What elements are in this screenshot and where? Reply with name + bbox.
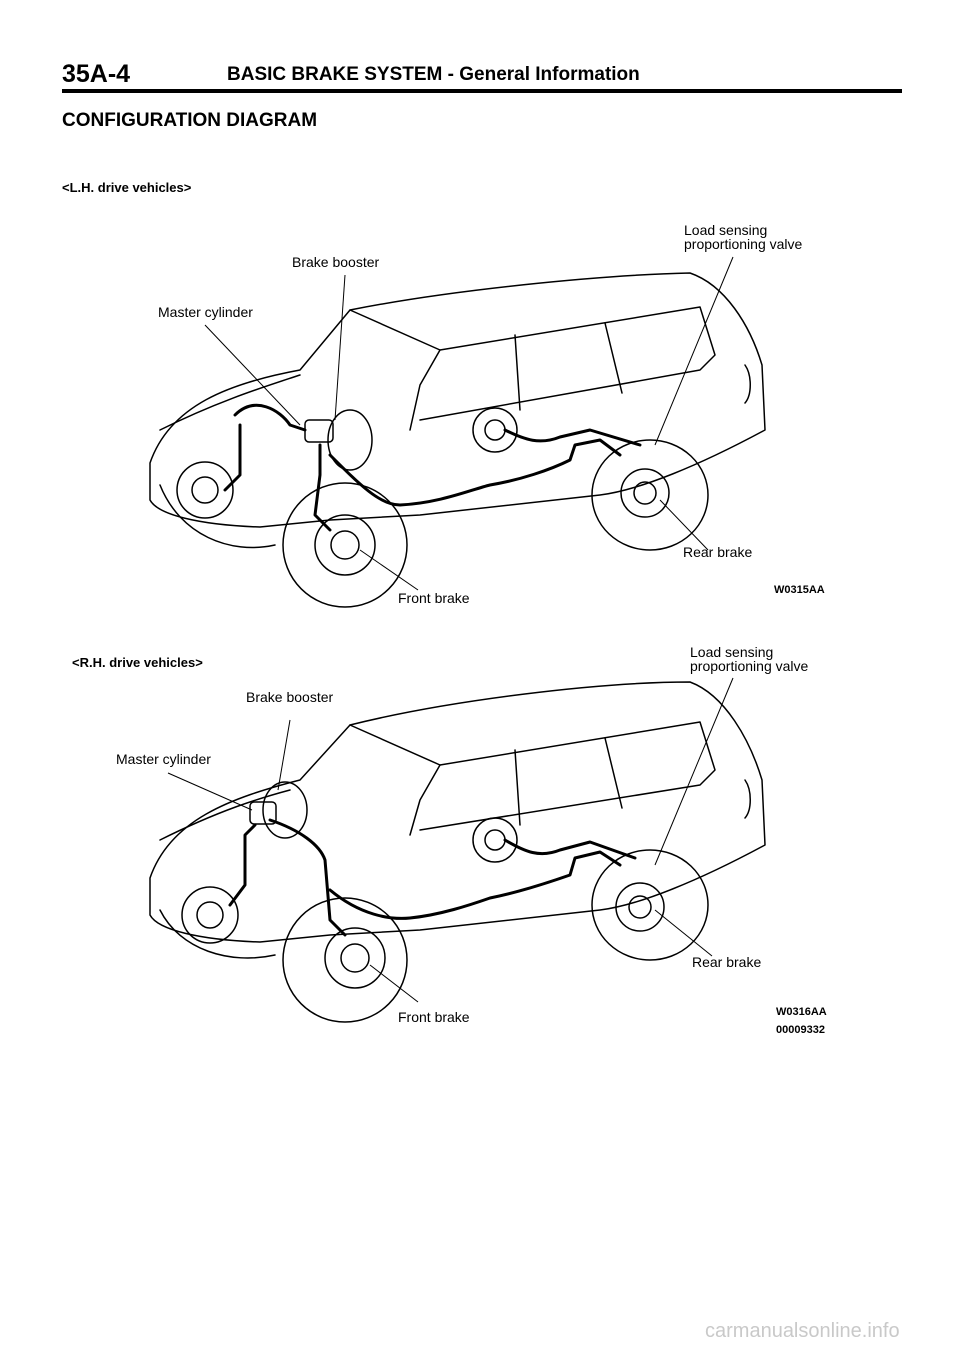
hood-line (159, 789, 291, 841)
window-line (349, 724, 441, 836)
variant-label-lhd: <L.H. drive vehicles> (62, 180, 192, 195)
front-right-brake-disc (314, 514, 376, 576)
front-left-brake-disc (176, 461, 234, 519)
brake-line (228, 823, 257, 907)
rear-left-brake-drum (472, 407, 518, 453)
leader-line (334, 274, 346, 421)
rhd-brake-diagram (149, 677, 766, 1023)
rear-right-tire (591, 439, 709, 551)
leader-line (277, 719, 291, 791)
leader-line (167, 772, 253, 811)
rear-right-brake-drum (620, 468, 670, 518)
brake-line (328, 438, 622, 507)
leader-line (654, 256, 734, 446)
callout-master-cylinder: Master cylinder (116, 751, 211, 767)
window-pillar (604, 737, 623, 809)
front-right-tire (282, 482, 408, 608)
header-rule (62, 89, 902, 93)
variant-label-rhd: <R.H. drive vehicles> (72, 655, 203, 670)
front-right-tire (282, 897, 408, 1023)
brake-line (503, 428, 642, 447)
figure-id: W0316AA (776, 1006, 827, 1018)
leader-line (369, 964, 419, 1003)
hood-line (159, 374, 301, 431)
brake-line (233, 403, 307, 432)
brake-booster-unit (262, 781, 308, 839)
window-pillar (604, 322, 623, 394)
callout-master-cylinder: Master cylinder (158, 304, 253, 320)
watermark: carmanualsonline.info (705, 1320, 900, 1342)
brake-line (223, 423, 242, 492)
leader-line (654, 677, 734, 866)
page-header-title: BASIC BRAKE SYSTEM - General Information (227, 64, 640, 85)
vehicle-body (149, 272, 766, 528)
brake-line (268, 818, 347, 937)
rear-lamp (744, 364, 751, 404)
leader-line (659, 499, 709, 551)
callout-front-brake: Front brake (398, 590, 470, 606)
rear-left-brake-drum (472, 817, 518, 863)
front-left-tire (159, 484, 276, 549)
page-header: 35A-4 BASIC BRAKE SYSTEM - General Infor… (62, 60, 902, 93)
callout-brake-booster: Brake booster (246, 689, 334, 705)
callout-lsp-valve: Load sensing proportioning valve (684, 222, 803, 252)
callout-lsp-valve: Load sensing proportioning valve (690, 644, 809, 674)
callout-rear-brake: Rear brake (692, 954, 762, 970)
brake-line (503, 838, 637, 860)
leader-line (654, 909, 713, 957)
lhd-brake-diagram (149, 256, 766, 608)
brake-booster-unit (327, 409, 373, 471)
window-frame (419, 721, 716, 831)
callout-rear-brake: Rear brake (683, 544, 753, 560)
front-right-brake-disc (324, 927, 386, 989)
leader-line (204, 324, 301, 426)
brake-line (313, 443, 332, 532)
window-pillar (514, 334, 521, 411)
callout-brake-booster: Brake booster (292, 254, 380, 270)
figure-id: W0315AA (774, 584, 825, 596)
front-left-tire (159, 909, 276, 959)
window-line (349, 309, 441, 431)
brake-line (328, 850, 622, 920)
front-left-brake-disc (181, 886, 239, 944)
window-pillar (514, 749, 521, 826)
master-cylinder-unit (249, 801, 277, 825)
page-number: 35A-4 (62, 60, 131, 88)
rear-lamp (744, 779, 751, 819)
document-number: 00009332 (776, 1024, 825, 1036)
leader-line (359, 549, 419, 591)
vehicle-body (149, 681, 766, 943)
section-title: CONFIGURATION DIAGRAM (62, 110, 318, 131)
rear-right-brake-drum (615, 882, 665, 932)
callout-front-brake: Front brake (398, 1009, 470, 1025)
window-frame (419, 306, 716, 421)
rear-right-tire (591, 849, 709, 961)
